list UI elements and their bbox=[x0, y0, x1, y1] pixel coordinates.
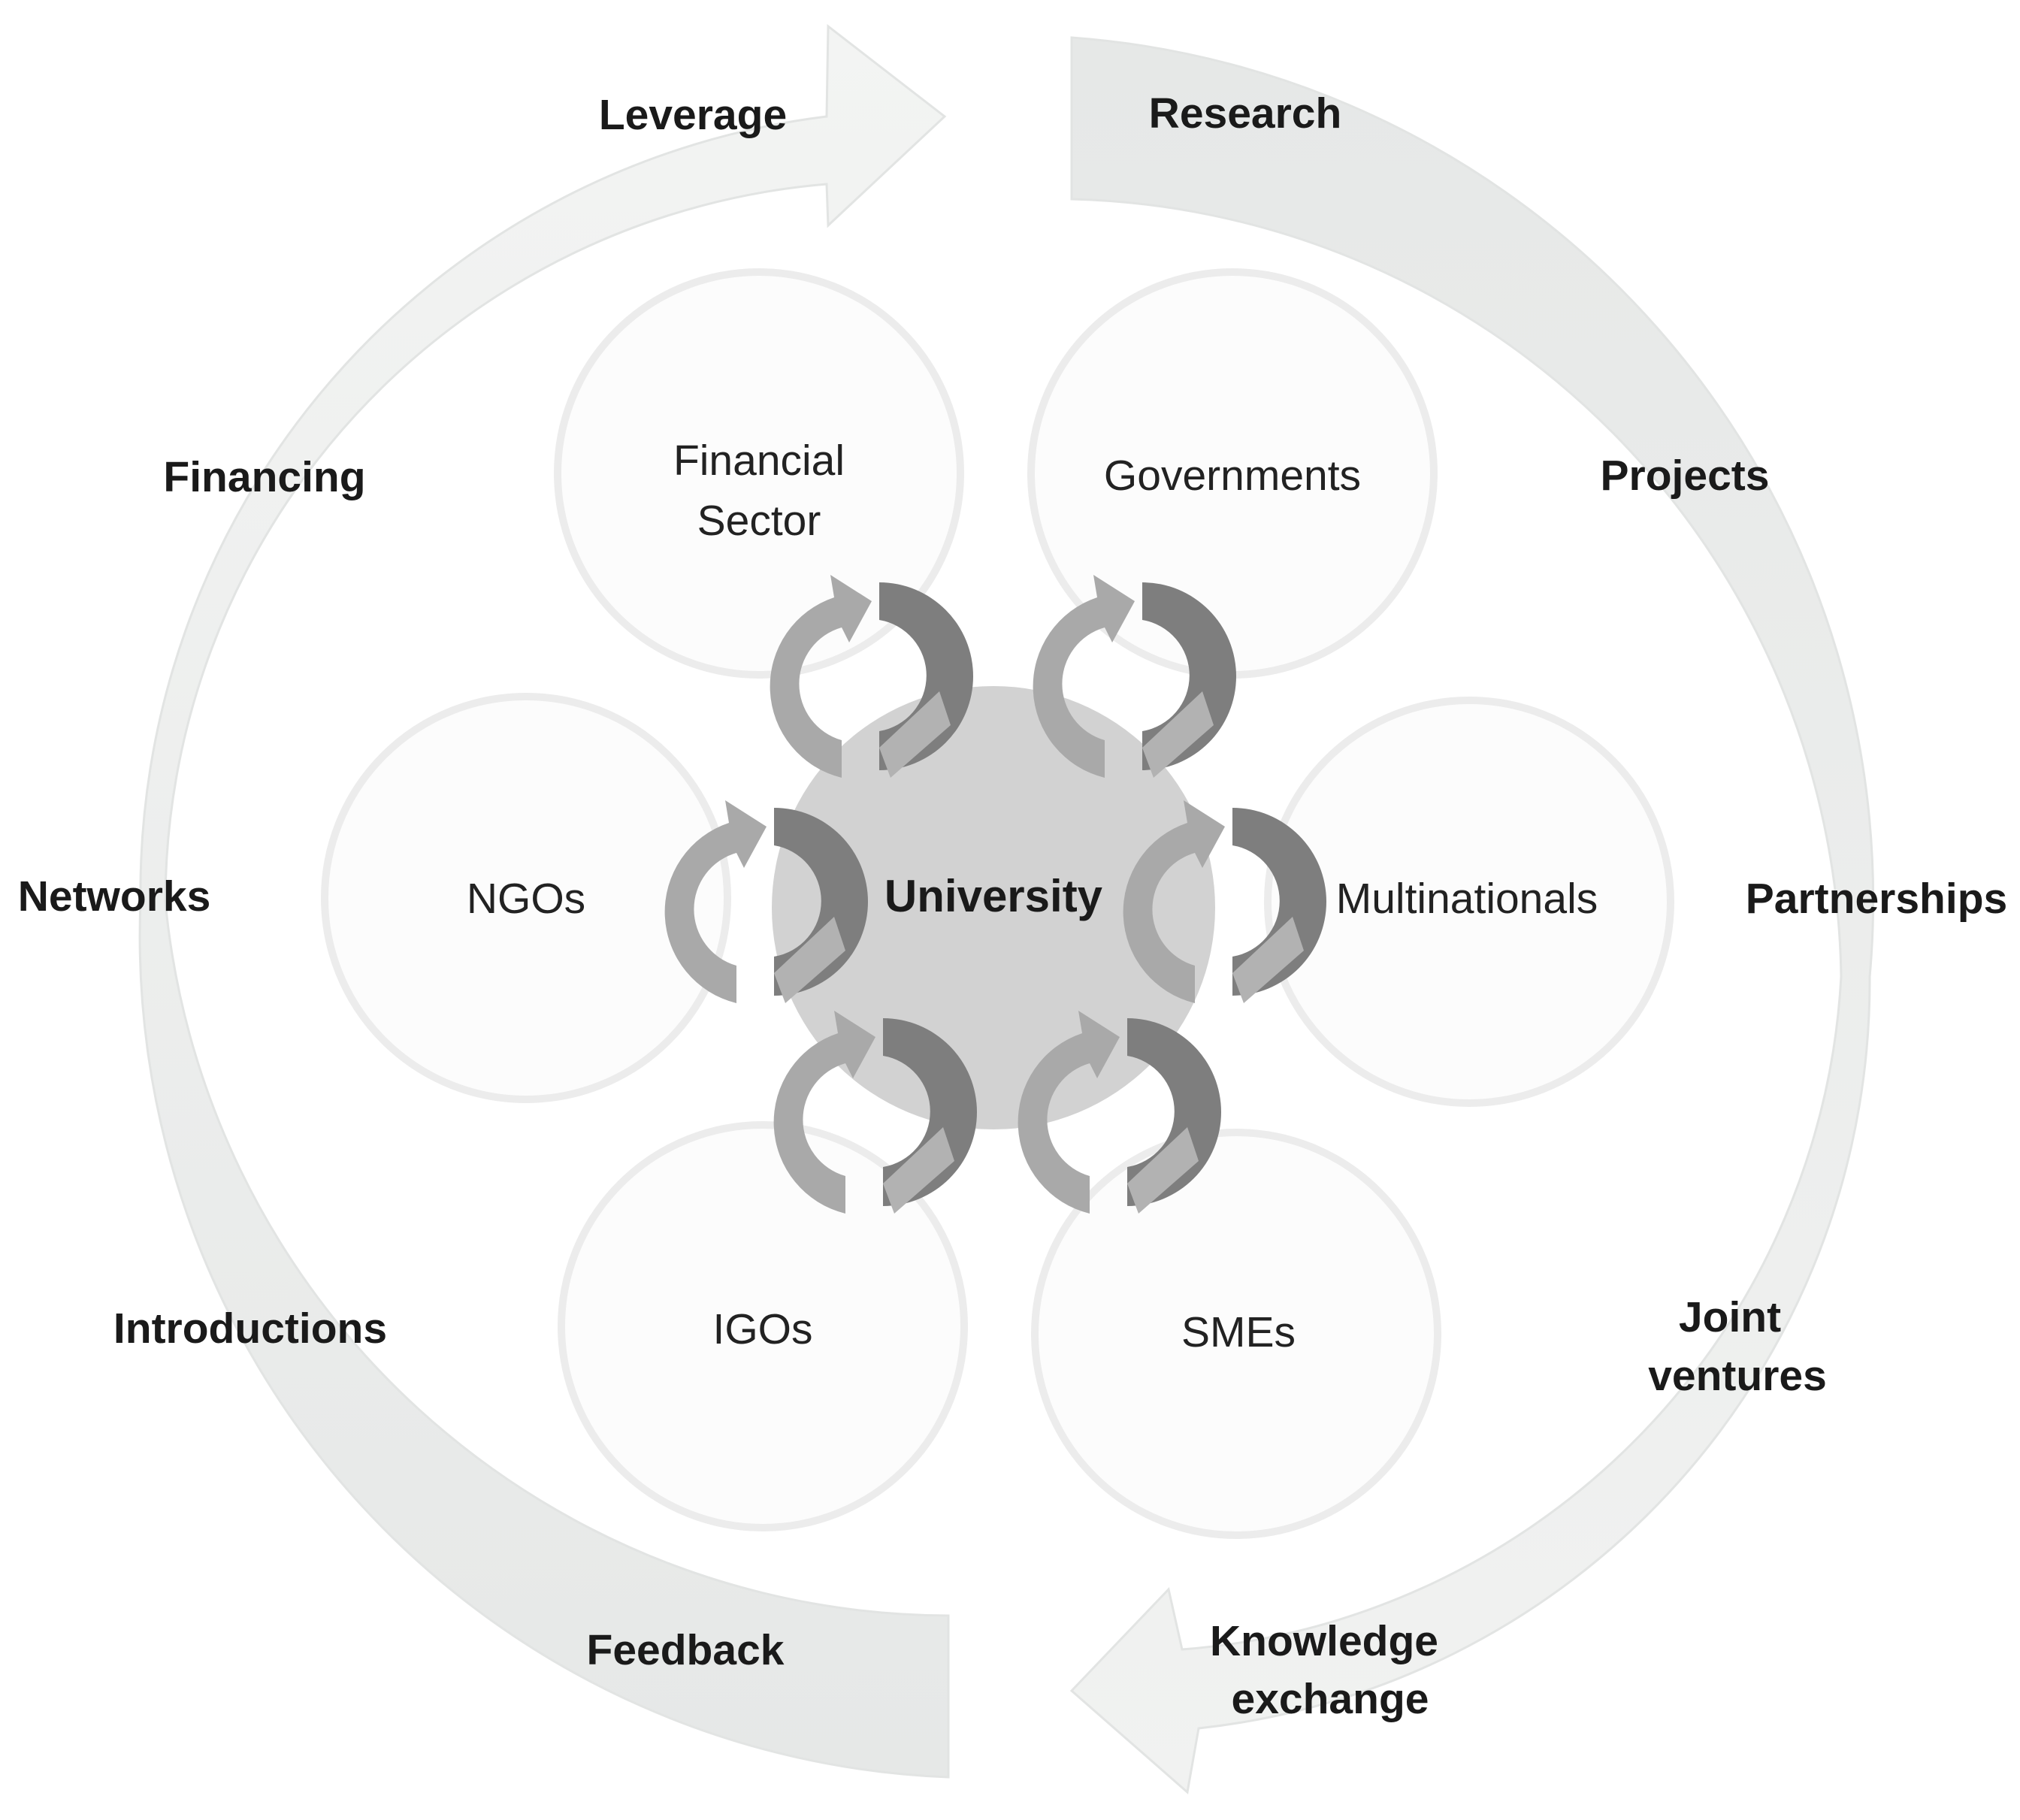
exchange-arrow-light bbox=[1142, 691, 1214, 778]
exchange-arrows-ngos bbox=[664, 800, 868, 1003]
stakeholder-label: SMEs bbox=[1181, 1308, 1296, 1356]
exchange-arrow-light bbox=[1127, 1127, 1199, 1214]
stakeholder-circle bbox=[554, 268, 964, 679]
stakeholder-label: Sector bbox=[697, 497, 821, 545]
stakeholder-multinationals: Multinationals bbox=[1264, 697, 1674, 1107]
exchange-arrows-igos bbox=[773, 1011, 977, 1214]
stakeholder-circle bbox=[321, 693, 731, 1103]
cycle-label-networks: Networks bbox=[18, 872, 211, 921]
stakeholder-financial-sector: Financial Sector bbox=[554, 268, 964, 679]
cycle-label-leverage: Leverage bbox=[599, 91, 787, 139]
exchange-arrow-light bbox=[774, 917, 845, 1003]
stakeholder-igos: IGOs bbox=[558, 1121, 968, 1531]
cycle-label-financing: Financing bbox=[163, 453, 365, 501]
cycle-label-joint-ventures: Joint bbox=[1679, 1293, 1781, 1341]
exchange-arrow-light bbox=[1033, 575, 1135, 778]
exchange-arrows-governments bbox=[1033, 575, 1236, 778]
cycle-label-research: Research bbox=[1149, 89, 1342, 138]
exchange-arrow-light bbox=[879, 691, 951, 778]
exchange-arrow-light bbox=[1232, 917, 1304, 1003]
exchange-arrow-light bbox=[664, 800, 767, 1003]
outer-arrow-right bbox=[1069, 36, 1875, 1794]
center-label: University bbox=[885, 871, 1103, 921]
exchange-arrows-smes bbox=[1018, 1011, 1221, 1214]
stakeholder-label: Financial bbox=[673, 437, 845, 485]
stakeholder-smes: SMEs bbox=[1031, 1129, 1441, 1539]
cycle-label-partnerships: Partnerships bbox=[1746, 875, 2007, 923]
exchange-arrow-light bbox=[770, 575, 872, 778]
exchange-arrow-light bbox=[883, 1127, 954, 1214]
stakeholder-label: IGOs bbox=[712, 1305, 812, 1353]
exchange-arrow-light bbox=[1018, 1011, 1120, 1214]
stakeholder-label: Multinationals bbox=[1336, 875, 1598, 923]
exchange-arrow-light bbox=[773, 1011, 875, 1214]
cycle-label-knowledge-exchange: Knowledge bbox=[1210, 1617, 1438, 1665]
stakeholder-label: Governments bbox=[1104, 452, 1361, 500]
cycle-label-introductions: Introductions bbox=[113, 1305, 387, 1353]
cycle-label-feedback: Feedback bbox=[587, 1626, 785, 1674]
exchange-arrows-multinationals bbox=[1123, 800, 1326, 1003]
stakeholder-circle bbox=[1264, 697, 1674, 1107]
stakeholder-circle bbox=[558, 1121, 968, 1531]
exchange-arrows-financial bbox=[770, 575, 973, 778]
center-circle bbox=[772, 686, 1215, 1129]
cycle-label-projects: Projects bbox=[1601, 452, 1770, 500]
center-node: University bbox=[772, 686, 1215, 1129]
stakeholder-label: NGOs bbox=[467, 875, 585, 923]
stakeholder-ngos: NGOs bbox=[321, 693, 731, 1103]
exchange-arrow-light bbox=[1123, 800, 1225, 1003]
stakeholder-governments: Governments bbox=[1027, 268, 1438, 679]
cycle-label-joint-ventures: ventures bbox=[1648, 1352, 1827, 1400]
outer-arrow-left bbox=[138, 23, 950, 1779]
cycle-label-knowledge-exchange: exchange bbox=[1232, 1675, 1429, 1723]
stakeholder-circle bbox=[1031, 1129, 1441, 1539]
